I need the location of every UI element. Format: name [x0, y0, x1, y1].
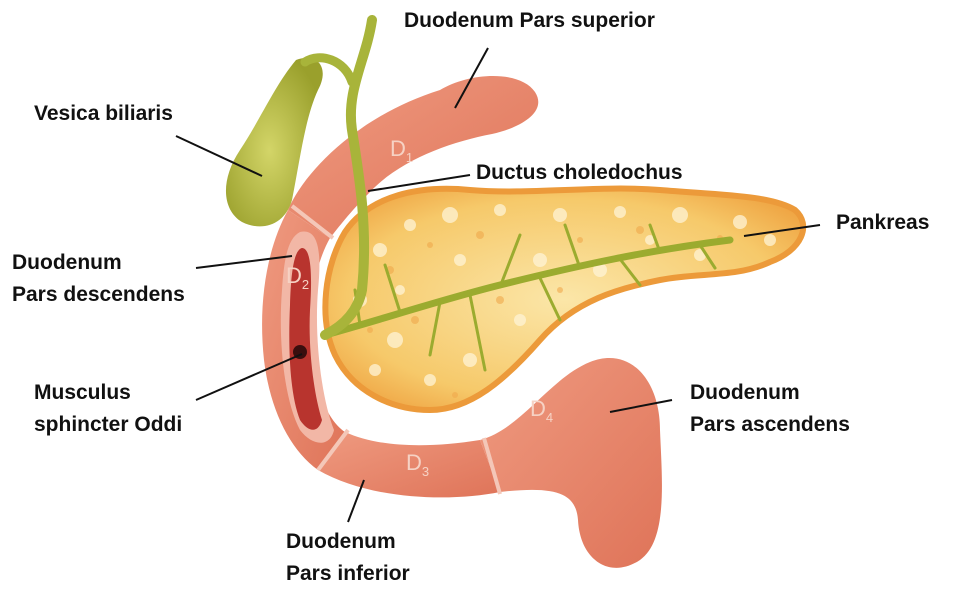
label-duodenum-pars-inferior-line1: Duodenum: [286, 530, 396, 553]
label-musculus-sphincter-oddi-line1: Musculus: [34, 381, 131, 404]
label-duodenum-pars-superior: Duodenum Pars superior: [404, 9, 655, 32]
leader-pars-inferior: [348, 480, 364, 522]
label-ductus-choledochus: Ductus choledochus: [476, 161, 683, 184]
label-duodenum-pars-descendens-line1: Duodenum: [12, 251, 122, 274]
label-vesica-biliaris: Vesica biliaris: [34, 102, 173, 125]
label-musculus-sphincter-oddi-line2: sphincter Oddi: [34, 413, 182, 436]
label-pankreas: Pankreas: [836, 211, 929, 234]
label-duodenum-pars-ascendens-line2: Pars ascendens: [690, 413, 850, 436]
label-duodenum-pars-ascendens-line1: Duodenum: [690, 381, 800, 404]
label-duodenum-pars-inferior-line2: Pars inferior: [286, 562, 410, 585]
label-duodenum-pars-descendens-line2: Pars descendens: [12, 283, 185, 306]
duodenum-pars-ascendens-shape: [480, 358, 662, 568]
pancreas: [325, 189, 803, 410]
